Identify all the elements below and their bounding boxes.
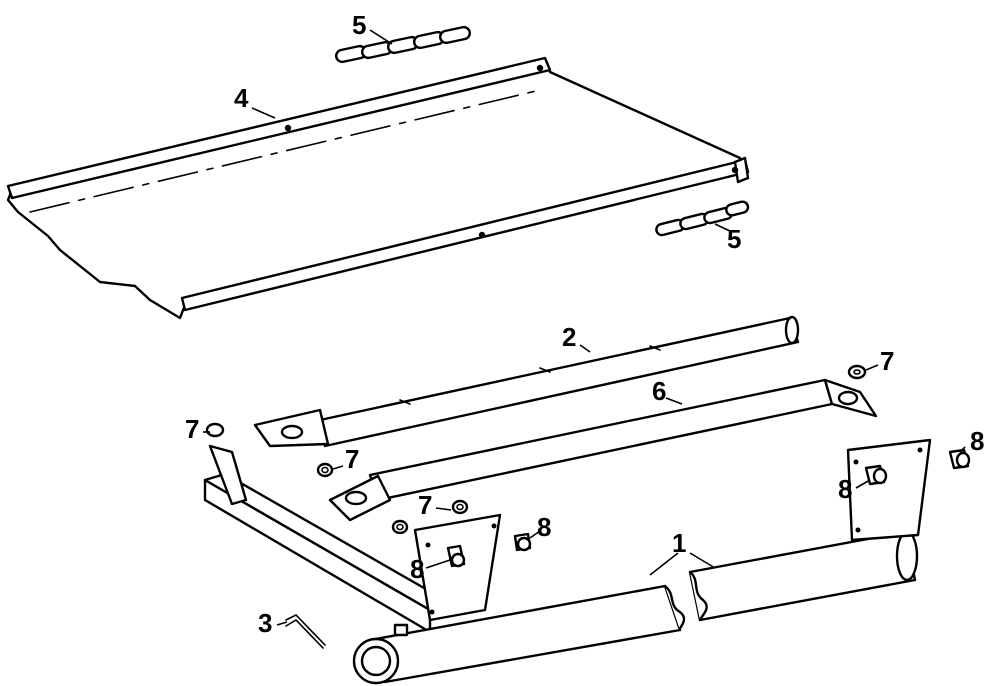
callout-5-right: 5: [727, 224, 741, 254]
callout-7-right: 7: [880, 346, 894, 376]
callout-8-right-inner: 8: [838, 474, 852, 504]
spacer-part-7-e: [391, 519, 409, 535]
bushing-part-8-d: [948, 448, 971, 470]
callout-1: 1: [672, 528, 686, 558]
shield-pan-part-4: [6, 56, 750, 320]
callout-labels: 4 5 5 2 6 7 7 7 7 8 8 8 8 1 3: [185, 10, 984, 638]
frame-part-1: [203, 438, 932, 685]
pin-part-3: [285, 614, 326, 649]
callout-5-top: 5: [352, 10, 366, 40]
callout-8-mid: 8: [537, 512, 551, 542]
bushing-part-8-b: [513, 532, 532, 552]
bar-part-6: [328, 378, 878, 522]
callout-8-left: 8: [410, 554, 424, 584]
leader-lines: [203, 29, 966, 626]
spacer-part-7-b: [205, 422, 225, 438]
callout-7-mid: 7: [345, 444, 359, 474]
spacer-part-7-a: [847, 364, 867, 380]
spacer-part-7-d: [451, 499, 469, 515]
callout-6: 6: [652, 376, 666, 406]
callout-2: 2: [562, 322, 576, 352]
bar-part-2: [253, 315, 800, 448]
callout-3: 3: [258, 608, 272, 638]
spacer-part-7-c: [316, 462, 334, 478]
bushing-part-8-c: [864, 464, 888, 486]
chain-top-part-5: [334, 25, 472, 64]
callout-4: 4: [234, 83, 249, 113]
bushing-part-8-a: [446, 544, 466, 568]
callout-8-right-outer: 8: [970, 426, 984, 456]
callout-7-lower: 7: [418, 490, 432, 520]
chain-right-part-5: [655, 200, 750, 237]
callout-7-left: 7: [185, 414, 199, 444]
